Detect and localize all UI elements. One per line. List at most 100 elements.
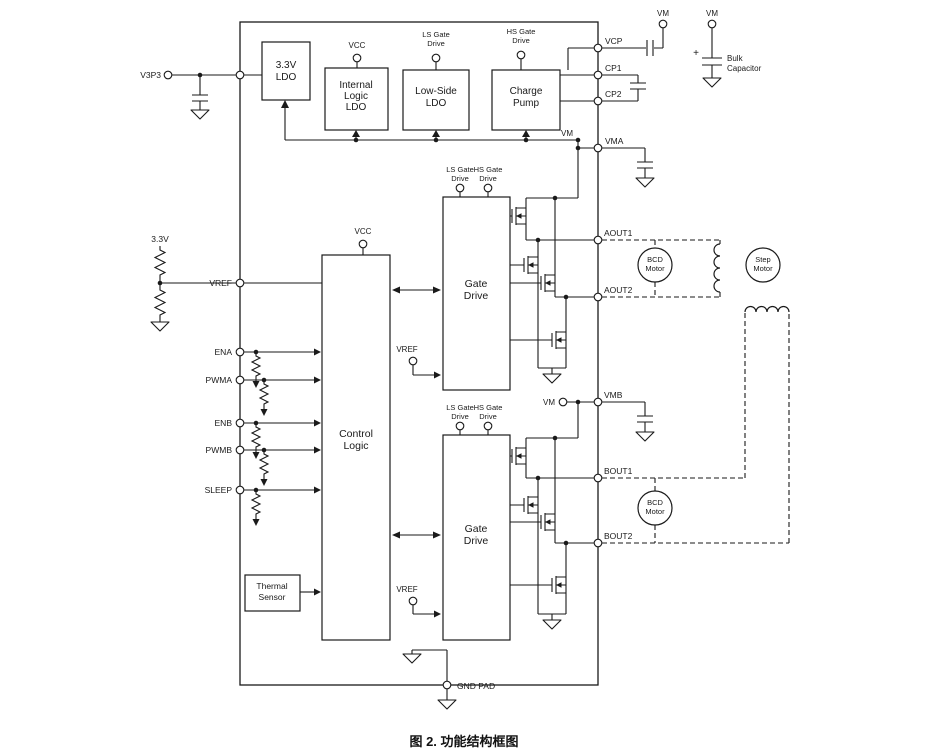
arrowheads [252,100,530,618]
label-gnd-pad: GND PAD [457,681,495,691]
pin-enb [235,418,245,428]
label-cp2: CP2 [605,89,622,99]
label-thermal-1: Thermal [256,581,287,591]
net-hs-gate-b [483,421,493,431]
block-low-side-ldo [402,69,470,131]
label-vref-a: VREF [396,345,417,354]
ground-icon [190,109,210,120]
label-int-ldo-1: Internal [339,80,372,91]
function-blocks [244,41,561,641]
block-gate-drive-b [442,434,511,641]
label-hs-top-2: Drive [512,36,530,45]
label-hs-b-1: HS Gate [474,403,503,412]
label-ls-top-1: LS Gate [422,30,450,39]
ground-icon [150,321,170,332]
label-sleep: SLEEP [205,485,233,495]
label-3v3-ldo-1: 3.3V [276,60,297,71]
ground-icon [635,177,655,188]
label-ls-b-1: LS Gate [446,403,474,412]
pin-cp1 [593,70,603,80]
label-ls-b-2: Drive [451,412,469,421]
pin-aout2 [593,292,603,302]
pin-sleep [235,485,245,495]
terminal-v3p3 [163,70,173,80]
label-hs-b-2: Drive [479,412,497,421]
net-vm-b [558,397,568,407]
winding-b-coil [744,305,790,313]
external-motor-wiring [602,239,790,544]
pin-vma [593,143,603,153]
label-charge-pump-2: Pump [513,98,540,109]
label-aout2: AOUT2 [604,285,633,295]
motor-windings [713,243,790,313]
net-vref-a [408,356,418,366]
pin-pwmb [235,445,245,455]
winding-a-coil [713,243,721,293]
pin-vcp [593,43,603,53]
block-charge-pump [491,69,561,131]
figure-caption: 图 2. 功能结构框图 [0,731,928,750]
motor-symbols [637,247,781,526]
label-aout1: AOUT1 [604,228,633,238]
label-vcc-control: VCC [355,227,372,236]
pin-v3p3 [235,70,245,80]
label-hs-a-1: HS Gate [474,165,503,174]
block-gate-drive-a [442,196,511,391]
label-hs-a-2: Drive [479,174,497,183]
block-3v3-ldo [261,41,311,101]
label-thermal-2: Sensor [259,592,286,602]
pin-aout1 [593,235,603,245]
pin-pwma [235,375,245,385]
label-enb: ENB [215,418,233,428]
label-control-1: Control [339,428,373,440]
block-thermal-sensor [244,574,301,612]
label-gate-drive-a-2: Drive [464,290,489,302]
pin-cp2 [593,96,603,106]
label-gate-drive-a-1: Gate [465,278,488,290]
ground-icon [437,699,457,710]
label-bcd-a-1: BCD [647,255,663,264]
pin-ena [235,347,245,357]
label-int-ldo-3: LDO [346,102,367,113]
figure-caption-prefix: 图 2. [409,734,437,749]
net-hs-gate-a [483,183,493,193]
label-ls-ldo-2: LDO [426,98,447,109]
wires [153,28,722,700]
pin-terminals [163,19,717,690]
label-bout2: BOUT2 [604,531,633,541]
net-vm-bulk [707,19,717,29]
net-vcc-top [352,53,362,63]
net-ls-gate-b [455,421,465,431]
label-v3p3: V3P3 [140,70,161,80]
bcd-motor-b-icon [637,490,673,526]
label-bulk-2: Capacitor [727,64,762,73]
label-gate-drive-b-1: Gate [465,523,488,535]
pin-gnd-pad [442,680,452,690]
label-vref-pin: VREF [209,278,232,288]
label-step-2: Motor [753,264,773,273]
pin-vmb [593,397,603,407]
pin-vref [235,278,245,288]
label-vcc-top: VCC [349,41,366,50]
label-control-2: Logic [343,440,368,452]
net-ls-gate-a [455,183,465,193]
block-internal-logic-ldo [324,67,389,131]
label-ls-a-2: Drive [451,174,469,183]
label-gate-drive-b-2: Drive [464,535,489,547]
step-motor-icon [745,247,781,283]
ground-icon [635,431,655,442]
label-ls-top-2: Drive [427,39,445,48]
net-vref-b [408,596,418,606]
block-control-logic [321,254,391,641]
label-vm-bulk: VM [706,9,718,18]
net-ls-gate-top [431,53,441,63]
label-bcd-b-2: Motor [645,507,665,516]
net-vcc-control [358,239,368,249]
junction-dots [157,72,581,546]
label-vm-rail: VM [561,129,573,138]
net-vm-vcp [658,19,668,29]
pin-bout2 [593,538,603,548]
net-hs-gate-top [516,50,526,60]
label-ls-a-1: LS Gate [446,165,474,174]
